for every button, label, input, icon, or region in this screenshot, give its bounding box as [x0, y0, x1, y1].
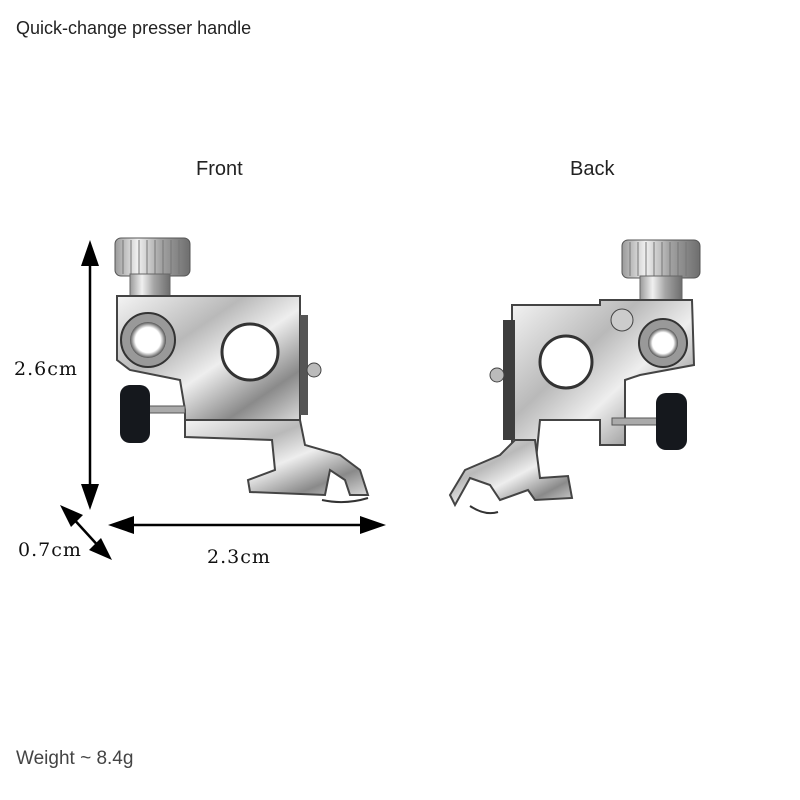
depth-dimension: 0.7cm [18, 539, 82, 561]
depth-arrow [60, 505, 112, 560]
height-arrow [81, 240, 99, 510]
product-title: Quick-change presser handle [16, 18, 252, 38]
front-view-label: Front [196, 158, 243, 180]
front-presser-handle [114, 237, 370, 504]
height-dimension: 2.6cm [14, 358, 78, 380]
back-view-label: Back [570, 158, 615, 180]
width-arrow [108, 516, 386, 534]
back-presser-handle [448, 239, 701, 515]
width-dimension: 2.3cm [207, 546, 271, 568]
weight-label: Weight ~ 8.4g [16, 748, 134, 769]
